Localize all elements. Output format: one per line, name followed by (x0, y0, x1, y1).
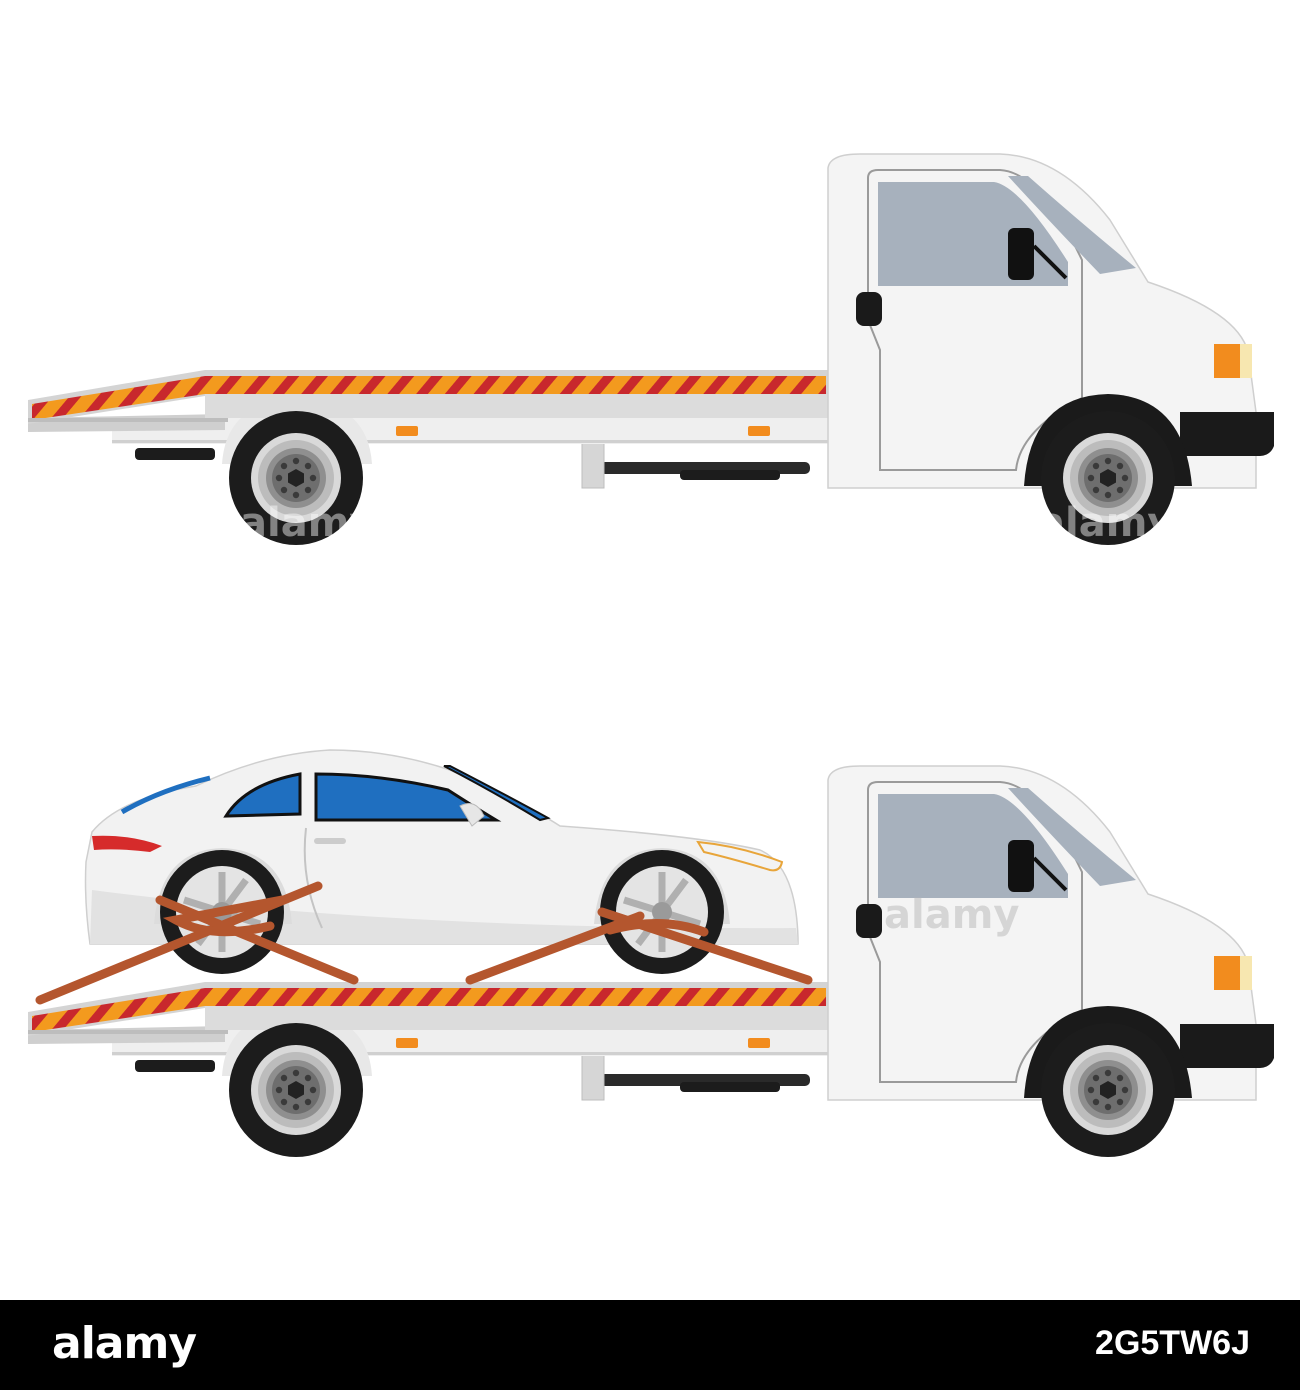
illustration: alamy alamy alamy (0, 0, 1300, 1300)
stock-id: 2G5TW6J (1095, 1324, 1250, 1362)
watermark-rear: alamy (240, 500, 375, 546)
scene-loaded-truck (28, 750, 1274, 1157)
watermark-front: alamy (1038, 500, 1173, 546)
flatbed-truck-empty (28, 154, 1274, 545)
sports-car (40, 750, 808, 1000)
scene-empty-truck (28, 154, 1274, 545)
alamy-logo: alamy (52, 1318, 197, 1369)
footer-bar: alamy 2G5TW6J (0, 1300, 1300, 1390)
watermark-cab: alamy (884, 892, 1019, 938)
